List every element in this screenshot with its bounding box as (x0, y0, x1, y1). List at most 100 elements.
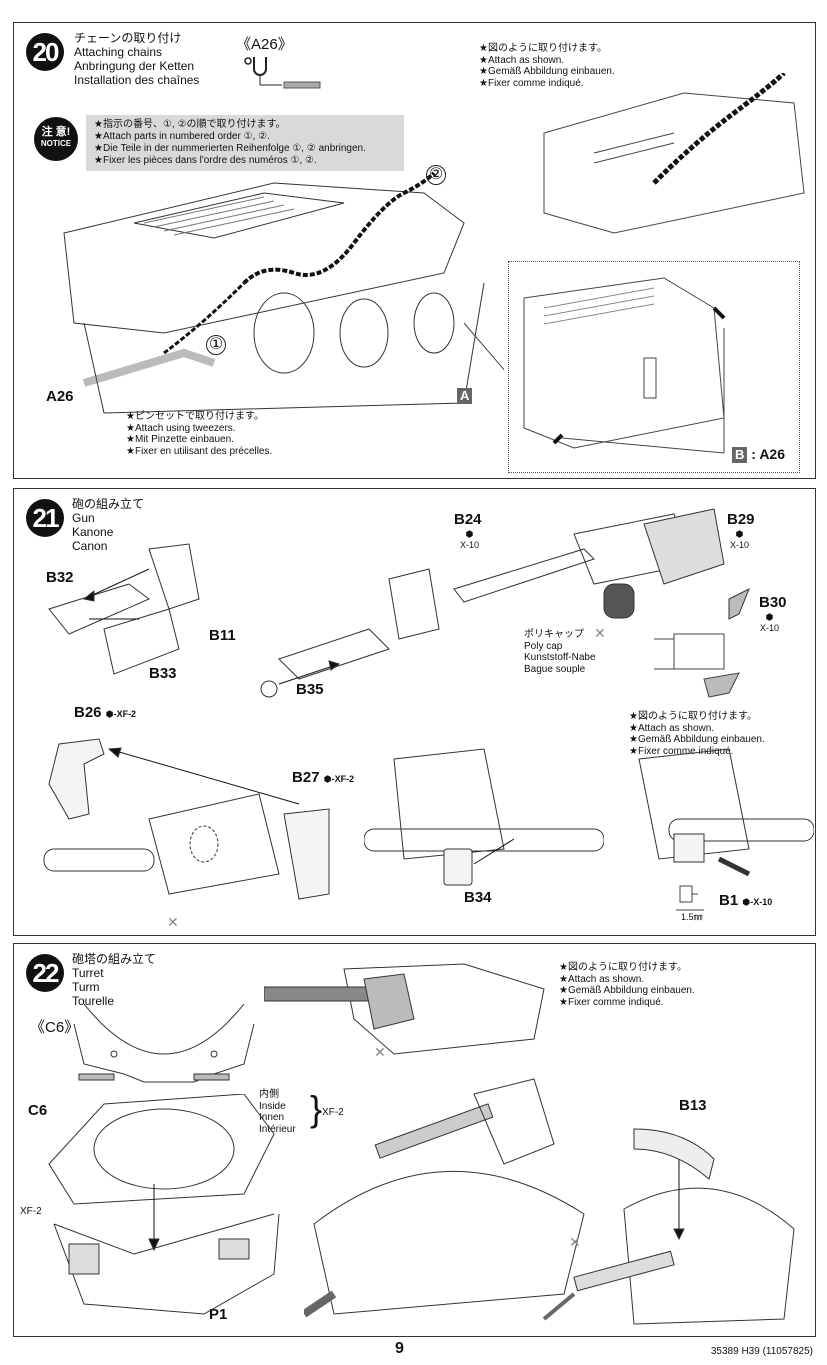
part-callout: 《A26》 (236, 36, 293, 53)
note-line: ★ピンセットで取り付けます。 (126, 411, 264, 422)
paint-b1: ⬢-X-10 (742, 897, 773, 907)
label-b35: B35 (296, 681, 324, 698)
do-not-glue-icon: ✕ (594, 625, 606, 641)
title-en: Attaching chains (74, 45, 163, 59)
title-ja: 砲塔の組み立て (72, 952, 157, 966)
inside-label: 内側 Inside Innen Intérieur (259, 1089, 296, 1135)
gun-barrel-assembly-illustration (453, 508, 750, 620)
view-b-part-label: : A26 (751, 446, 785, 462)
label-b27-text: B27 (292, 769, 320, 786)
view-b-detail-illustration (523, 277, 726, 454)
polycap-fr: Bague souple (524, 663, 586, 675)
label-c6: C6 (28, 1102, 48, 1119)
gun-mount-b26-b27-illustration (43, 738, 330, 900)
view-a-detail-illustration (543, 73, 805, 234)
step-number: 20 (26, 33, 64, 71)
paint-code: X-10 (753, 897, 773, 907)
inside-en: Inside (259, 1100, 286, 1112)
polycap-en: Poly cap (524, 640, 563, 652)
note-line: ★Fixer comme indiqué. (479, 77, 584, 89)
inside-fr: Intérieur (259, 1123, 296, 1135)
view-a-badge: A (457, 388, 473, 404)
step-title: チェーンの取り付け Attaching chains Anbringung de… (74, 31, 199, 87)
paint-code: XF-2 (116, 709, 137, 719)
part-a26-illustration (244, 57, 321, 89)
inside-paint: XF-2 (322, 1107, 344, 1118)
brace: } (310, 1088, 323, 1129)
turret-gun-install-illustration (304, 1078, 585, 1318)
step-22-panel: 22 砲塔の組み立て Turret Turm Tourelle 《C6》 内側 … (13, 943, 816, 1337)
label-b33: B33 (149, 665, 177, 682)
paint-code: X-10 (730, 540, 750, 550)
step-title: 砲塔の組み立て Turret Turm Tourelle (72, 952, 156, 1008)
note-attach-as-shown: ★図のように取り付けます。 ★Attach as shown. ★Gemäß A… (629, 711, 765, 757)
label-p1: P1 (209, 1306, 228, 1323)
title-ja: チェーンの取り付け (74, 31, 182, 45)
notice-line: ★Die Teile in der nummerierten Reihenfol… (94, 143, 366, 154)
label-b27: B27 ⬢-XF-2 (292, 769, 354, 786)
note-attach-as-shown: ★図のように取り付けます。 ★Attach as shown. ★Gemäß A… (559, 962, 695, 1008)
notice-line: ★Fixer les pièces dans l'ordre des numér… (94, 155, 317, 166)
tank-hull-chain-illustration (63, 171, 504, 414)
paint-icon: ⬢ (765, 612, 774, 622)
label-b29: B29 (727, 511, 755, 528)
paint-code: X-10 (760, 623, 780, 633)
note-line: ★Attach as shown. (559, 973, 645, 985)
view-b-marker: B : A26 (732, 446, 785, 463)
paint-b30: ⬢X-10 (760, 612, 779, 633)
turret-b13-install-illustration (542, 1128, 795, 1325)
note-line: ★図のように取り付けます。 (479, 43, 607, 54)
label-b24: B24 (454, 511, 482, 528)
turret-c6-p1-illustration (48, 1094, 280, 1315)
label-b1: B1 ⬢-X-10 (719, 892, 772, 909)
note-line: ★Gemäß Abbildung einbauen. (559, 985, 695, 996)
title-ja: 砲の組み立て (72, 497, 145, 511)
paint-b29: ⬢X-10 (730, 529, 749, 550)
gun-mount-b34-illustration (364, 748, 604, 886)
title-de: Anbringung der Ketten (74, 59, 195, 73)
notice-badge-ja: 注 意! (41, 126, 71, 138)
note-line: ★Attach using tweezers. (126, 422, 236, 434)
title-fr: Canon (72, 539, 108, 553)
label-b30: B30 (759, 594, 787, 611)
note-line: ★図のように取り付けます。 (629, 711, 757, 722)
note-tweezers: ★ピンセットで取り付けます。 ★Attach using tweezers. ★… (126, 411, 272, 457)
paint-icon: ⬢ (735, 529, 744, 539)
notice-badge-en: NOTICE (40, 139, 72, 148)
title-en: Turret (72, 966, 104, 980)
label-b13: B13 (679, 1097, 707, 1114)
paint-b27: ⬢-XF-2 (323, 774, 355, 784)
gun-mount-b1-illustration (638, 748, 814, 877)
step-21-panel: 21 砲の組み立て Gun Kanone Canon B32 B11 B33 B… (13, 488, 816, 936)
paint-code: XF-2 (334, 774, 355, 784)
notice-badge: 注 意! NOTICE (36, 119, 76, 159)
side-paint: XF-2 (20, 1206, 42, 1217)
note-line: ★Attach as shown. (629, 722, 715, 734)
do-not-glue-icon: ✕ (167, 914, 179, 930)
note-attach-as-shown: ★図のように取り付けます。 ★Attach as shown. ★Gemäß A… (479, 43, 615, 89)
label-b32: B32 (46, 569, 74, 586)
note-line: ★Gemäß Abbildung einbauen. (629, 734, 765, 745)
polycap-ja: ポリキャップ (524, 629, 584, 640)
step-number: 21 (26, 499, 64, 537)
title-en: Gun (72, 511, 95, 525)
label-b26: B26 ⬢-XF-2 (74, 704, 136, 721)
turret-top-gun-illustration (264, 963, 545, 1055)
b30-detail-illustration (654, 633, 740, 698)
label-b1-text: B1 (719, 892, 739, 909)
do-not-glue-icon: ✕ (374, 1044, 386, 1060)
polycap-label: ポリキャップ Poly cap Kunststoff-Nabe Bague so… (524, 629, 596, 675)
step-number: 22 (26, 954, 64, 992)
title-de: Turm (72, 980, 100, 994)
inside-ja: 内側 (259, 1089, 279, 1100)
label-b34: B34 (464, 889, 492, 906)
c6-detail-illustration (73, 1004, 255, 1083)
polycap-de: Kunststoff-Nabe (524, 652, 596, 663)
notice-line: ★指示の番号、①, ②の順で取り付けます。 (94, 119, 286, 130)
inside-de: Innen (259, 1112, 285, 1123)
step-title: 砲の組み立て Gun Kanone Canon (72, 497, 144, 553)
view-b-frame (508, 261, 800, 473)
part-callout: 《C6》 (30, 1019, 80, 1036)
notice-box: ★指示の番号、①, ②の順で取り付けます。 ★Attach parts in n… (86, 115, 404, 171)
notice-line: ★Attach parts in numbered order ①, ②. (94, 131, 270, 142)
